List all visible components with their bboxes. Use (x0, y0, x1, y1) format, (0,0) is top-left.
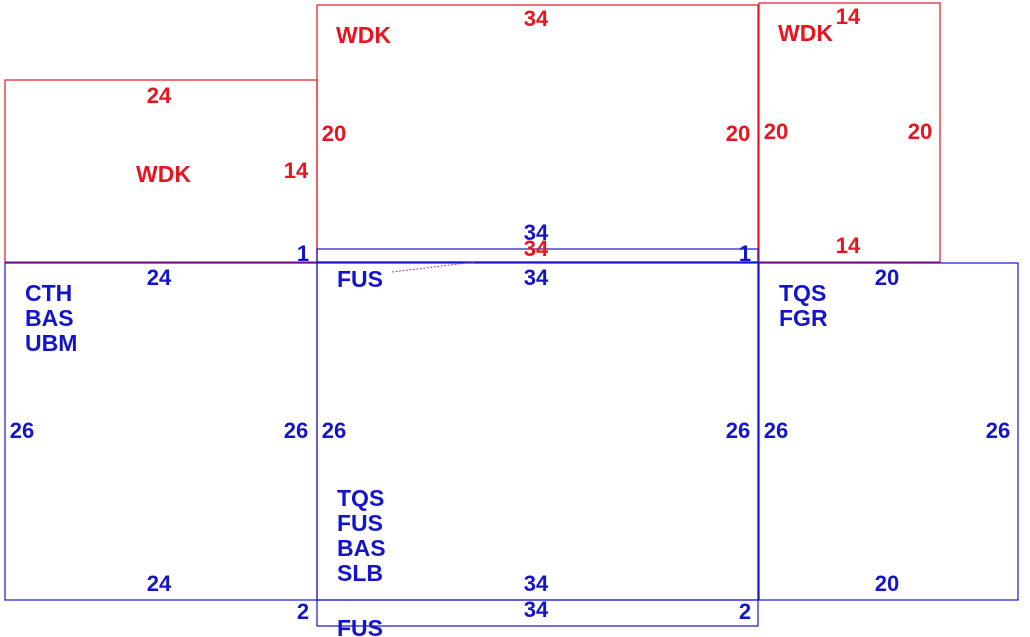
upper-right-dim-bottom: 14 (836, 233, 861, 258)
top-strip (316, 248, 759, 263)
lower-left-label-2: BAS (25, 305, 74, 331)
bottom-strip (316, 599, 759, 627)
lower-center-dim-left: 26 (322, 418, 346, 443)
lower-left-dim-bottom: 24 (147, 571, 172, 596)
upper-center-dim-left: 20 (322, 121, 346, 146)
lower-center-top-label: FUS (337, 266, 383, 292)
lower-right-dim-top: 20 (875, 265, 899, 290)
upper-right-dim-top: 14 (836, 4, 861, 29)
lower-left-label-1: CTH (25, 280, 72, 306)
upper-center-dim-bottom: 34 (524, 236, 549, 261)
upper-right-zone (758, 2, 941, 263)
lower-right-label-2: FGR (779, 305, 828, 331)
bottom-strip-dim-top: 34 (524, 597, 549, 622)
upper-left-dim-top: 24 (147, 83, 172, 108)
lower-center-label-3: BAS (337, 535, 386, 561)
top-strip-dim-right: 1 (739, 241, 751, 266)
lower-left-label-3: UBM (25, 330, 77, 356)
lower-center-label-1: TQS (337, 485, 384, 511)
lower-center-dim-bottom: 34 (524, 571, 549, 596)
lower-right-zone (758, 262, 1019, 601)
bottom-strip-dim-right: 2 (739, 599, 751, 624)
top-strip-dim-left: 1 (297, 241, 309, 266)
lower-left-dim-left: 26 (10, 418, 34, 443)
upper-right-label: WDK (778, 20, 833, 46)
lower-right-dim-left: 26 (764, 418, 788, 443)
upper-right-dim-right: 20 (908, 119, 932, 144)
upper-left-label: WDK (136, 161, 191, 187)
lower-right-label-1: TQS (779, 280, 826, 306)
lower-center-dim-top: 34 (524, 265, 549, 290)
lower-left-dim-right: 26 (284, 418, 308, 443)
lower-center-label-2: FUS (337, 510, 383, 536)
lower-right-dim-bottom: 20 (875, 571, 899, 596)
upper-center-dim-top: 34 (524, 6, 549, 31)
lower-left-dim-top: 24 (147, 265, 172, 290)
upper-left-dim-right: 14 (284, 158, 309, 183)
lower-center-dim-right: 26 (726, 418, 750, 443)
upper-center-dim-right: 20 (726, 121, 750, 146)
upper-right-dim-left: 20 (764, 119, 788, 144)
lower-right-dim-right: 26 (986, 418, 1010, 443)
upper-center-label: WDK (336, 22, 391, 48)
lower-center-label-4: SLB (337, 560, 383, 586)
bottom-strip-dim-left: 2 (297, 599, 309, 624)
top-strip-dim-top: 34 (524, 220, 549, 245)
bottom-strip-label: FUS (337, 615, 383, 637)
